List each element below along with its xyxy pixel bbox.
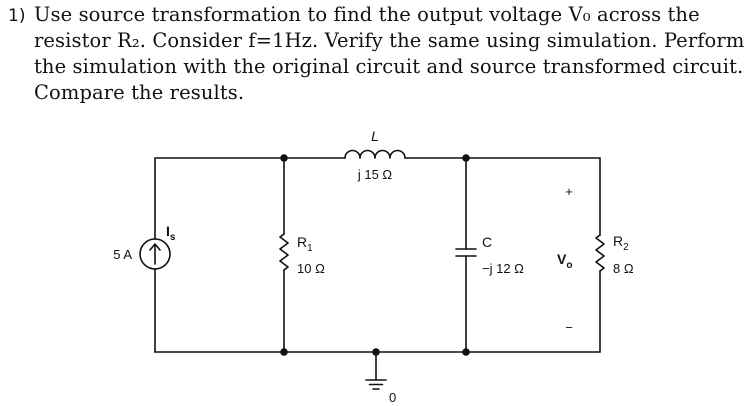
inductor-name-label: L (371, 128, 379, 144)
current-source-name-label: Is (166, 223, 176, 243)
node-dot-top-c (462, 154, 470, 162)
circuit-diagram: L j 15 Ω 5 A Is R1 10 Ω C −j 12 Ω + Vo −… (113, 128, 634, 405)
r1-name-sub: 1 (307, 243, 313, 254)
question-line-2: resistor R₂. Consider f=1Hz. Verify the … (8, 28, 744, 54)
node-dot-top-r1 (280, 154, 288, 162)
r1-name-main: R (297, 234, 307, 250)
question-number: 1) (8, 6, 26, 26)
current-source-symbol (139, 238, 171, 270)
r2-name-label: R2 (613, 233, 629, 253)
current-source-name-sub: s (170, 232, 176, 243)
vo-label-main: V (557, 251, 567, 267)
ground-node-label: 0 (389, 390, 396, 405)
r1-name-label: R1 (297, 234, 313, 254)
r2-name-sub: 2 (623, 242, 629, 253)
node-dot-bottom-r1 (280, 348, 288, 356)
wire-top-left (154, 157, 346, 240)
question-line-4-text: Compare the results. (34, 81, 245, 104)
vo-plus-label: + (565, 184, 573, 199)
capacitor-value-label: −j 12 Ω (482, 261, 524, 276)
vo-label: Vo (557, 251, 572, 271)
capacitor-name-label: C (482, 234, 492, 250)
resistor-r1-zigzag (279, 233, 289, 271)
resistor-r2-zigzag (595, 234, 605, 272)
r2-name-main: R (613, 233, 623, 249)
vo-minus-label: − (565, 320, 573, 335)
node-dot-bottom-c (462, 348, 470, 356)
inductor-coil (344, 149, 406, 159)
question-line-3-text: the simulation with the original circuit… (34, 55, 744, 78)
question-line-4: Compare the results. (8, 80, 724, 106)
vo-label-sub: o (566, 260, 572, 271)
current-arrow-head (149, 243, 161, 251)
question-line-1-text: Use source transformation to find the ou… (34, 3, 700, 26)
inductor-value-label: j 15 Ω (357, 167, 393, 182)
question-text: 1) Use source transformation to find the … (8, 2, 744, 106)
r1-value-label: 10 Ω (297, 261, 325, 276)
current-source-name-main: I (166, 223, 170, 239)
current-source-value-label: 5 A (113, 247, 132, 262)
question-line-1: 1) Use source transformation to find the … (8, 2, 724, 28)
node-dot-bottom-ground (372, 348, 380, 356)
question-line-3: the simulation with the original circuit… (8, 54, 743, 80)
question-line-2-text: resistor R₂. Consider f=1Hz. Verify the … (34, 29, 744, 52)
r2-value-label: 8 Ω (613, 261, 634, 276)
